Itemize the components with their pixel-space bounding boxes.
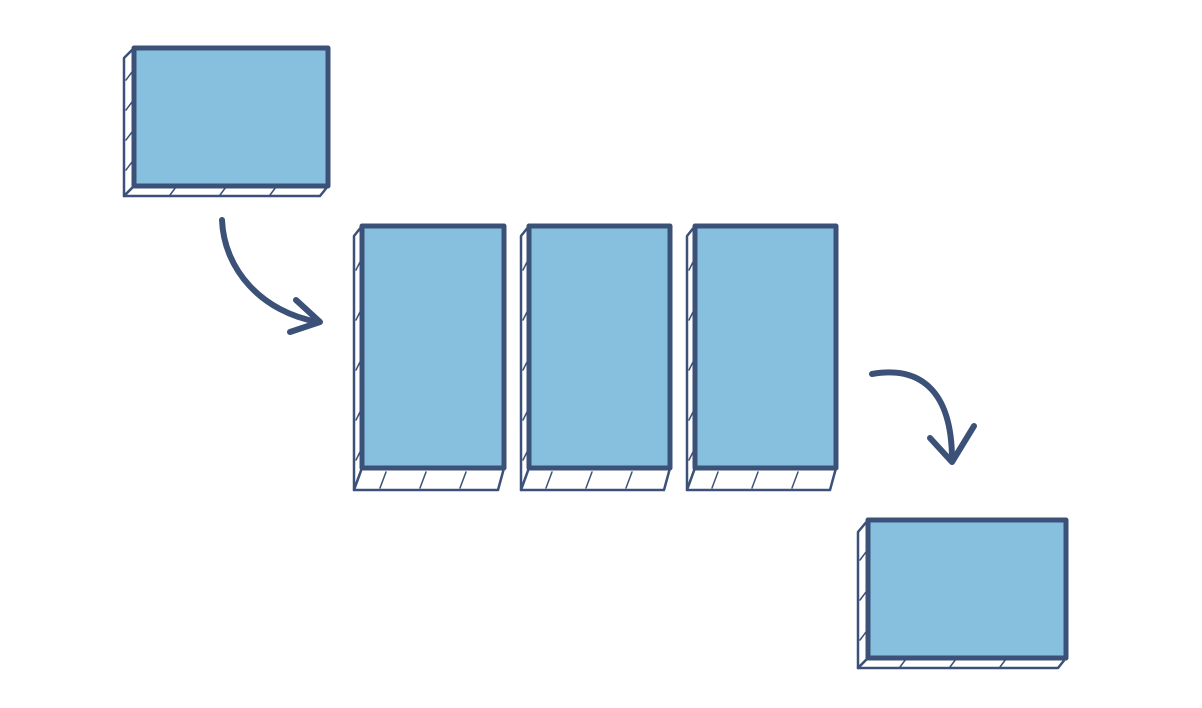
input-block xyxy=(122,45,331,198)
hatch-lines xyxy=(355,261,467,489)
middle-block-3 xyxy=(685,223,839,492)
middle-block-1 xyxy=(352,223,507,492)
hatch-lines xyxy=(688,261,799,489)
arrow-input-to-middle xyxy=(219,217,323,335)
middle-block-2 xyxy=(519,223,673,492)
hatch-lines xyxy=(859,551,1007,668)
output-block xyxy=(856,517,1069,670)
arrow-middle-to-output xyxy=(869,369,977,465)
hatch-lines xyxy=(125,71,277,196)
hatch-lines xyxy=(522,261,633,489)
